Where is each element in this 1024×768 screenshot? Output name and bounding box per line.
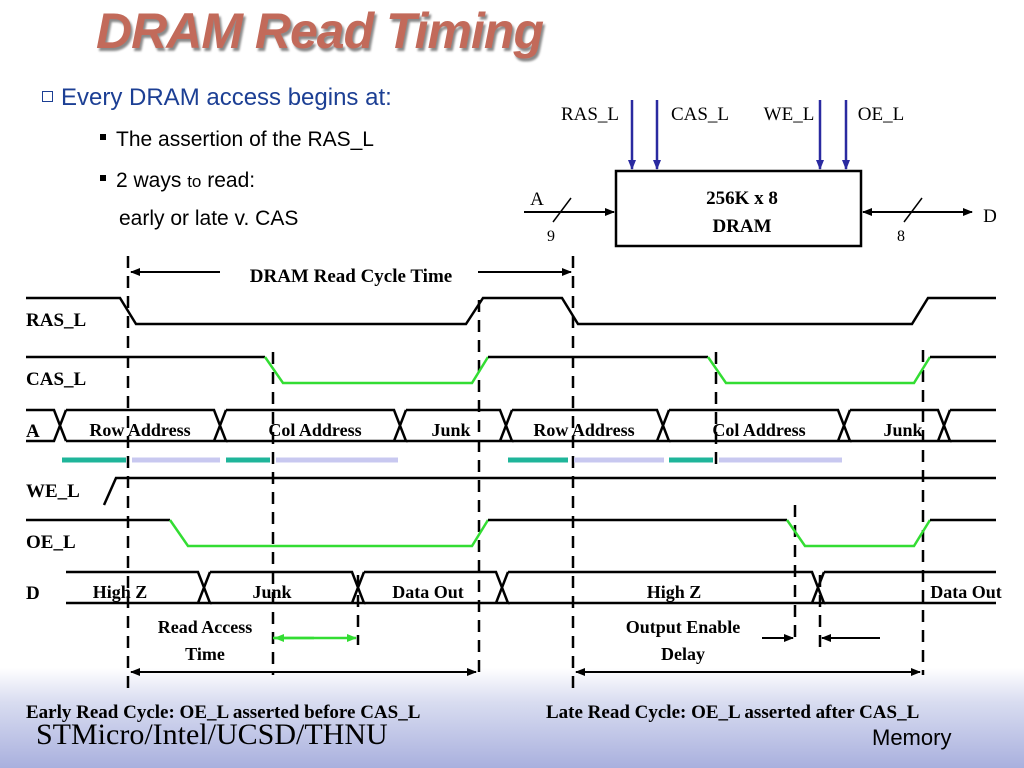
data-segment-highz-2 [508, 570, 826, 605]
addr-field-3: Junk [431, 420, 470, 440]
pin-label-oe: OE_L [858, 104, 904, 125]
data-field-labels: High Z Junk Data Out High Z Data Out [93, 582, 1002, 602]
bullet-sub-2-c: read: [207, 169, 256, 192]
bullet-main-text: Every DRAM access begins at: [61, 84, 392, 111]
bullet-sub-2-b: to [187, 172, 202, 191]
addr-field-5: Col Address [712, 420, 805, 440]
signal-label-d: D [26, 583, 40, 604]
addr-segment-row-2 [512, 408, 671, 443]
late-read-caption: Late Read Cycle: OE_L asserted after CAS… [546, 702, 919, 723]
pin-label-cas: CAS_L [671, 104, 729, 125]
dram-chip: 256K x 8 DRAM RAS_L CAS_L WE_L OE_L A 9 … [524, 100, 997, 248]
address-pin-label: A [530, 189, 544, 210]
early-read-caption: Early Read Cycle: OE_L asserted before C… [26, 702, 420, 723]
read-access-label-2: Time [185, 644, 225, 664]
waveform-we [102, 476, 996, 506]
oe-delay-label-2: Delay [661, 644, 705, 664]
signal-label-a: A [26, 421, 40, 442]
bullet-main: Every DRAM access begins at: [42, 84, 392, 112]
footer-source: STMicro/Intel/UCSD/THNU [36, 718, 388, 751]
hollow-square-bullet-icon [42, 91, 53, 103]
waveform-cas-active-1 [263, 356, 490, 385]
read-access-annotation: Read Access Time [158, 617, 357, 664]
addr-segment-row-1 [66, 408, 228, 443]
addr-segment-col-1 [226, 408, 408, 443]
address-bus-slash [552, 197, 572, 223]
addr-segment-col-2 [669, 408, 852, 443]
cycle-time-label: DRAM Read Cycle Time [250, 266, 452, 287]
data-field-4: High Z [647, 582, 702, 602]
data-bus-width: 8 [897, 228, 905, 245]
addr-segment-junk-2 [850, 408, 952, 443]
addr-segment-junk-1 [406, 408, 514, 443]
signal-label-ras: RAS_L [26, 310, 86, 331]
addr-transition-0 [26, 408, 68, 443]
signal-label-we: WE_L [26, 481, 80, 502]
waveform-oe-active-2 [785, 519, 932, 548]
signal-label-oe: OE_L [26, 532, 76, 553]
footer-topic: Memory [872, 725, 952, 750]
addr-field-2: Col Address [268, 420, 361, 440]
bullet-sub-2-a: 2 ways [116, 169, 182, 192]
addr-field-1: Row Address [89, 420, 190, 440]
addr-field-6: Junk [883, 420, 922, 440]
data-segment-junk [210, 570, 366, 605]
oe-delay-label-1: Output Enable [626, 617, 741, 637]
signal-labels: RAS_L CAS_L A WE_L OE_L D [26, 310, 86, 604]
bullet-sub-1-text: The assertion of the RAS_L [116, 128, 374, 151]
waveform-data [66, 570, 996, 605]
oe-delay-annotation: Output Enable Delay [626, 617, 880, 664]
pin-label-we: WE_L [764, 104, 815, 125]
data-pin-label: D [983, 206, 997, 227]
data-field-5: Data Out [930, 582, 1002, 602]
pin-label-ras: RAS_L [561, 104, 619, 125]
signal-label-cas: CAS_L [26, 369, 86, 390]
bullet-sub-1: The assertion of the RAS_L [100, 128, 374, 152]
bullet-sub-2: 2 ways to read: [100, 169, 255, 193]
data-field-2: Junk [252, 582, 291, 602]
waveform-cas-active-2 [706, 356, 932, 385]
data-segment-out-2 [824, 570, 996, 605]
addr-field-4: Row Address [533, 420, 634, 440]
square-bullet-icon [100, 175, 106, 182]
slide-title: DRAM Read Timing [96, 3, 544, 59]
bullet-sub-2-continuation: early or late v. CAS [119, 207, 299, 230]
waveform-ras [26, 296, 996, 326]
data-segment-out-1 [364, 570, 510, 605]
chip-box [614, 169, 863, 248]
waveform-oe-active-1 [168, 519, 490, 548]
address-bus-width: 9 [547, 228, 555, 245]
addr-segment-tail [950, 408, 996, 443]
waveform-address [26, 408, 996, 443]
cycle-time-annotation: DRAM Read Cycle Time [130, 266, 572, 287]
address-field-labels: Row Address Col Address Junk Row Address… [89, 420, 922, 440]
square-bullet-icon [100, 134, 106, 141]
data-field-3: Data Out [392, 582, 464, 602]
data-field-1: High Z [93, 582, 148, 602]
read-access-label-1: Read Access [158, 617, 252, 637]
data-segment-highz-1 [66, 570, 212, 605]
chip-label-1: 256K x 8 [706, 188, 778, 209]
data-bus-slash [903, 197, 923, 223]
footer-band [0, 668, 1024, 768]
chip-label-2: DRAM [712, 216, 771, 237]
